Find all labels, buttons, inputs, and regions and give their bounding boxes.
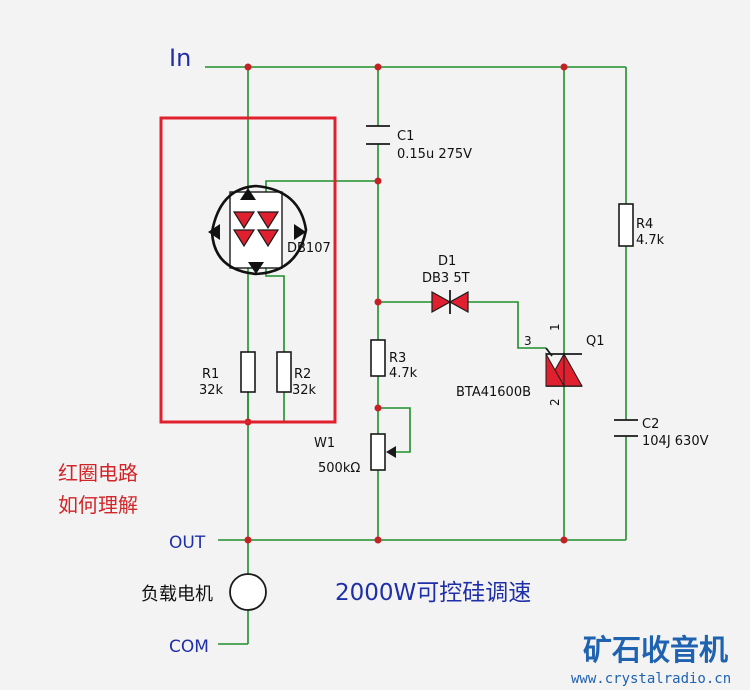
- junction-dot: [374, 63, 382, 71]
- hand-drawn-arrow: [248, 262, 264, 274]
- junction-dot: [374, 298, 382, 306]
- bridge-diode-mark: [256, 211, 280, 230]
- wiper-arrow: [386, 446, 396, 458]
- d1-value: DB3 5T: [422, 271, 470, 286]
- q1-value: BTA41600B: [456, 385, 531, 400]
- q1-pin-3: 3: [524, 334, 532, 348]
- junction-dot: [374, 536, 382, 544]
- capacitor-c2: C2 104J 630V: [614, 417, 709, 449]
- resistor-r3: R3 4.7k: [370, 339, 418, 381]
- bridge-diode-mark: [256, 229, 280, 248]
- wire-d1-gate: [468, 301, 546, 349]
- annotation-line-2: 如何理解: [58, 493, 138, 517]
- c1-value: 0.15u 275V: [397, 147, 472, 162]
- load-label: 负载电机: [141, 584, 213, 605]
- r3-value: 4.7k: [389, 366, 418, 381]
- resistor-r1: R1 32k: [199, 351, 256, 398]
- r2-value: 32k: [292, 383, 317, 398]
- bridge-diode-mark: [232, 211, 256, 230]
- q1-pin-2: 2: [548, 398, 562, 406]
- wire-bridge-top: [265, 180, 378, 192]
- d1-ref: D1: [438, 254, 456, 269]
- resistor-r2: R2 32k: [276, 351, 317, 398]
- r3-ref: R3: [389, 351, 406, 366]
- capacitor-c1: [366, 125, 390, 145]
- c2-ref: C2: [642, 417, 659, 432]
- diagram-title: 2000W可控硅调速: [335, 580, 531, 606]
- resistor-r4: R4 4.7k: [618, 203, 665, 248]
- junction-dot: [244, 63, 252, 71]
- w1-value: 500kΩ: [318, 461, 360, 476]
- bridge-value: DB107: [287, 241, 331, 256]
- motor-load: 负载电机: [141, 573, 267, 611]
- junction-dot: [244, 536, 252, 544]
- watermark-url: www.crystalradio.cn: [571, 671, 731, 687]
- r2-ref: R2: [294, 367, 311, 382]
- r1-ref: R1: [202, 367, 219, 382]
- hand-drawn-circle: [210, 184, 308, 276]
- bridge-diode-mark: [232, 229, 256, 248]
- junctions: [244, 63, 568, 544]
- junction-dot: [560, 63, 568, 71]
- motor-icon: [229, 573, 267, 611]
- triac-q1: Q1 BTA41600B 1 2 3: [456, 323, 605, 406]
- w1-ref: W1: [314, 436, 335, 451]
- junction-dot: [374, 404, 382, 412]
- junction-dot: [374, 177, 382, 185]
- potentiometer-w1: W1 500kΩ: [314, 433, 396, 476]
- bridge-rectifier-db107: DB107: [208, 184, 331, 276]
- annotation-line-1: 红圈电路: [58, 461, 138, 485]
- hand-drawn-arrow: [208, 224, 220, 240]
- r1-value: 32k: [199, 383, 224, 398]
- diac-d1: D1 DB3 5T: [422, 254, 470, 314]
- c2-value: 104J 630V: [642, 434, 709, 449]
- q1-ref: Q1: [586, 334, 605, 349]
- net-label-com: COM: [169, 637, 209, 657]
- highlight-box: [159, 116, 337, 424]
- q1-pin-1: 1: [548, 323, 562, 331]
- junction-dot: [560, 536, 568, 544]
- r4-value: 4.7k: [636, 233, 665, 248]
- c1-ref: C1: [397, 129, 414, 144]
- r4-ref: R4: [636, 217, 653, 232]
- net-label-in: In: [169, 44, 191, 72]
- wire-w1-wiper: [378, 407, 411, 453]
- net-label-out: OUT: [169, 533, 206, 553]
- watermark-logo: 矿石收音机: [583, 633, 728, 667]
- wire-bridge-bottom: [265, 268, 285, 352]
- hand-drawn-arrow: [294, 224, 306, 240]
- hand-drawn-arrow: [240, 188, 256, 200]
